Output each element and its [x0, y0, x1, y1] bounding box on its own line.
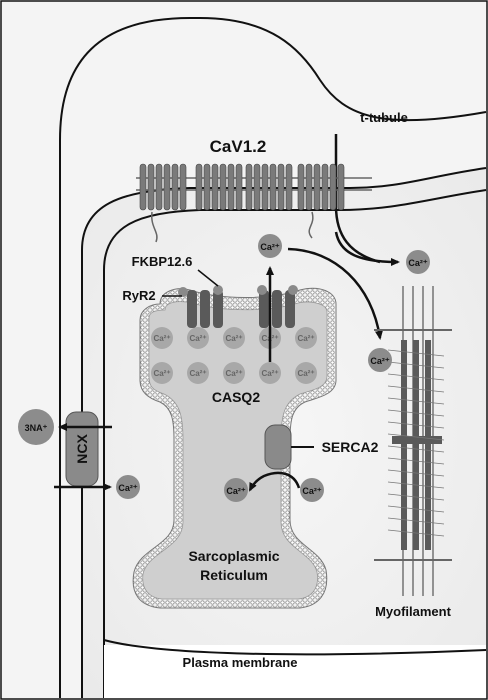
- cav12-channel: [136, 163, 372, 243]
- casq2-label: CASQ2: [212, 389, 260, 405]
- ca-ion-serca-in: Ca²⁺: [224, 478, 248, 502]
- myofilament: [374, 286, 452, 596]
- plasma-membrane-outer: [59, 17, 487, 698]
- sr-label-line2: Reticulum: [200, 567, 268, 583]
- svg-text:Ca²⁺: Ca²⁺: [153, 334, 170, 343]
- svg-text:Ca²⁺: Ca²⁺: [297, 334, 314, 343]
- svg-text:Ca²⁺: Ca²⁺: [153, 369, 170, 378]
- svg-text:Ca²⁺: Ca²⁺: [225, 369, 242, 378]
- svg-text:Ca²⁺: Ca²⁺: [370, 356, 390, 366]
- svg-text:3NA⁺: 3NA⁺: [25, 423, 48, 433]
- ryr2-label: RyR2: [122, 288, 155, 303]
- plasma-membrane-base: [103, 639, 487, 656]
- ca-ion-ncx: Ca²⁺: [116, 475, 140, 499]
- cav12-label: CaV1.2: [210, 137, 267, 156]
- ca-ion-ryr2-release: Ca²⁺: [258, 234, 282, 258]
- serca2-uptake-arrow: [248, 471, 301, 492]
- serca2-label: SERCA2: [322, 439, 379, 455]
- svg-text:Ca²⁺: Ca²⁺: [260, 242, 280, 252]
- svg-text:Ca²⁺: Ca²⁺: [226, 486, 246, 496]
- serca2-pump: [264, 424, 292, 470]
- ca-ion-serca-cyto: Ca²⁺: [300, 478, 324, 502]
- myofilament-label: Myofilament: [375, 604, 452, 619]
- ryr2-channel-left: [178, 285, 223, 328]
- ca-ion-ttubule: Ca²⁺: [406, 250, 430, 274]
- svg-text:Ca²⁺: Ca²⁺: [408, 258, 428, 268]
- ca-ion-myofilament: Ca²⁺: [368, 348, 392, 372]
- svg-text:Ca²⁺: Ca²⁺: [302, 486, 322, 496]
- plasma-membrane-label: Plasma membrane: [183, 655, 298, 670]
- ncx-label: NCX: [74, 434, 90, 464]
- ca-to-myofilament-arrow: [287, 247, 383, 340]
- fkbp-leader: [197, 269, 219, 287]
- svg-text:Ca²⁺: Ca²⁺: [118, 483, 138, 493]
- svg-text:Ca²⁺: Ca²⁺: [261, 369, 278, 378]
- plasma-membrane-inner: [81, 167, 487, 698]
- svg-text:Ca²⁺: Ca²⁺: [189, 369, 206, 378]
- plasma-membrane-bottom: [103, 189, 487, 698]
- ttubule-ca-arrow: [334, 231, 400, 266]
- svg-text:Ca²⁺: Ca²⁺: [297, 369, 314, 378]
- sr-label-line1: Sarcoplasmic: [188, 548, 279, 564]
- na-ion: 3NA⁺: [18, 409, 54, 445]
- ryr2-channel-right: [257, 285, 298, 328]
- fkbp126-label: FKBP12.6: [132, 254, 193, 269]
- svg-text:Ca²⁺: Ca²⁺: [189, 334, 206, 343]
- t-tubule-label: t-tubule: [360, 110, 408, 125]
- svg-text:Ca²⁺: Ca²⁺: [225, 334, 242, 343]
